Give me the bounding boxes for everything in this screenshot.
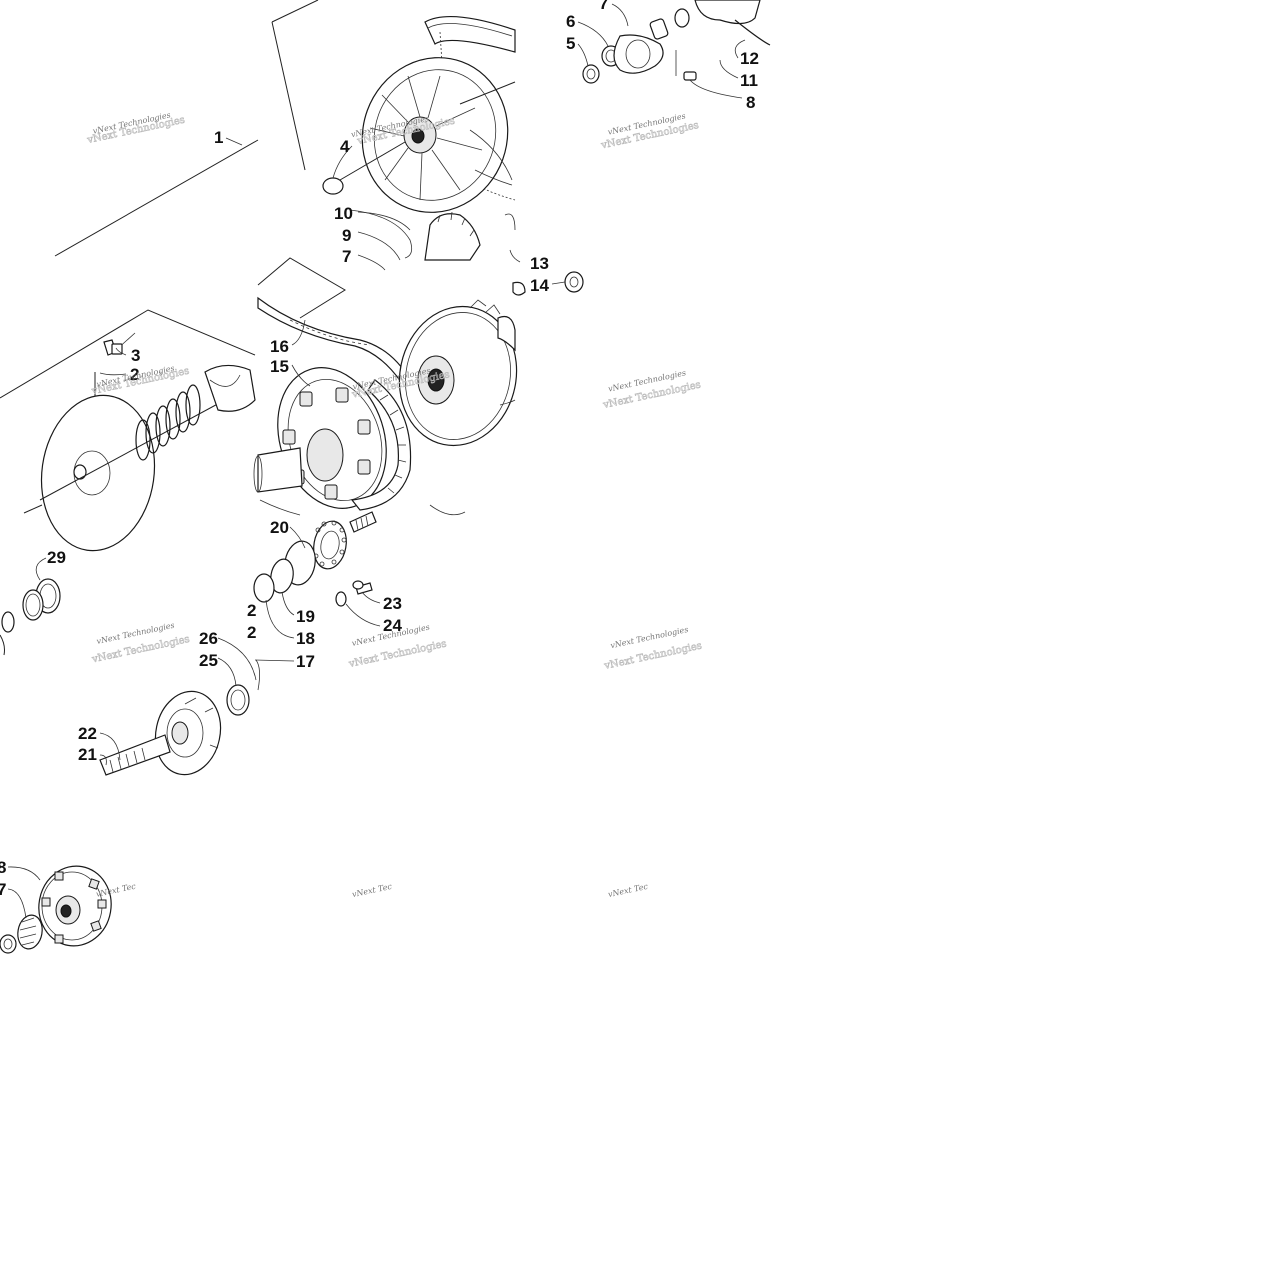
callout-2: 2 [130,365,139,384]
callout-9: 9 [342,226,351,245]
callout-3: 3 [131,346,140,365]
callout-29: 29 [47,548,66,567]
bottom-clutch-hub [0,865,112,954]
callout-13: 13 [530,254,549,273]
callout-7-bottom: 7 [0,880,6,899]
drive-sheave-right [398,271,584,447]
callout-16: 16 [270,337,289,356]
callout-19: 19 [296,607,315,626]
left-sheave-spring [39,332,256,552]
assembly-frame-lines [0,0,346,514]
callout-21: 21 [78,745,97,764]
leader-lines [7,3,746,919]
callout-20: 20 [270,518,289,537]
callout-25: 25 [199,651,218,670]
callout-17: 17 [296,652,315,671]
callout-2-partial-b: 2 [247,623,256,642]
callout-8-bottom: 8 [0,858,6,877]
callout-12: 12 [740,49,759,68]
watermarks: vNext Technologies vNext Technologies vN… [85,110,703,899]
callout-5: 5 [566,34,575,53]
callout-18: 18 [296,629,315,648]
upper-gear-hardware [349,209,516,271]
callout-14: 14 [530,276,549,295]
callout-10: 10 [334,204,353,223]
callout-24: 24 [383,616,402,635]
callout-8-top: 8 [746,93,755,112]
callout-6: 6 [566,12,575,31]
callout-23: 23 [383,594,402,613]
callout-7-mid: 7 [342,247,351,266]
watermark-partial: vNext Tec [607,882,649,899]
lower-left-hub [0,578,260,776]
callout-22: 22 [78,724,97,743]
upper-right-hardware [582,0,771,84]
callout-11: 11 [740,71,758,90]
callout-4: 4 [340,137,350,156]
watermark-partial: vNext Tec [351,882,393,899]
driven-clutch-sheave [322,57,516,213]
callout-26: 26 [199,629,218,648]
callout-labels: 1 2 3 4 5 6 7 7 7 8 8 9 10 11 12 13 14 1… [0,0,759,899]
lower-bearings [253,511,377,607]
callout-7-top: 7 [599,0,608,13]
callout-2-partial-a: 2 [247,601,256,620]
drive-clutch-center [253,367,466,516]
drive-belt-top [424,15,516,201]
callout-15: 15 [270,357,289,376]
callout-1: 1 [214,128,223,147]
